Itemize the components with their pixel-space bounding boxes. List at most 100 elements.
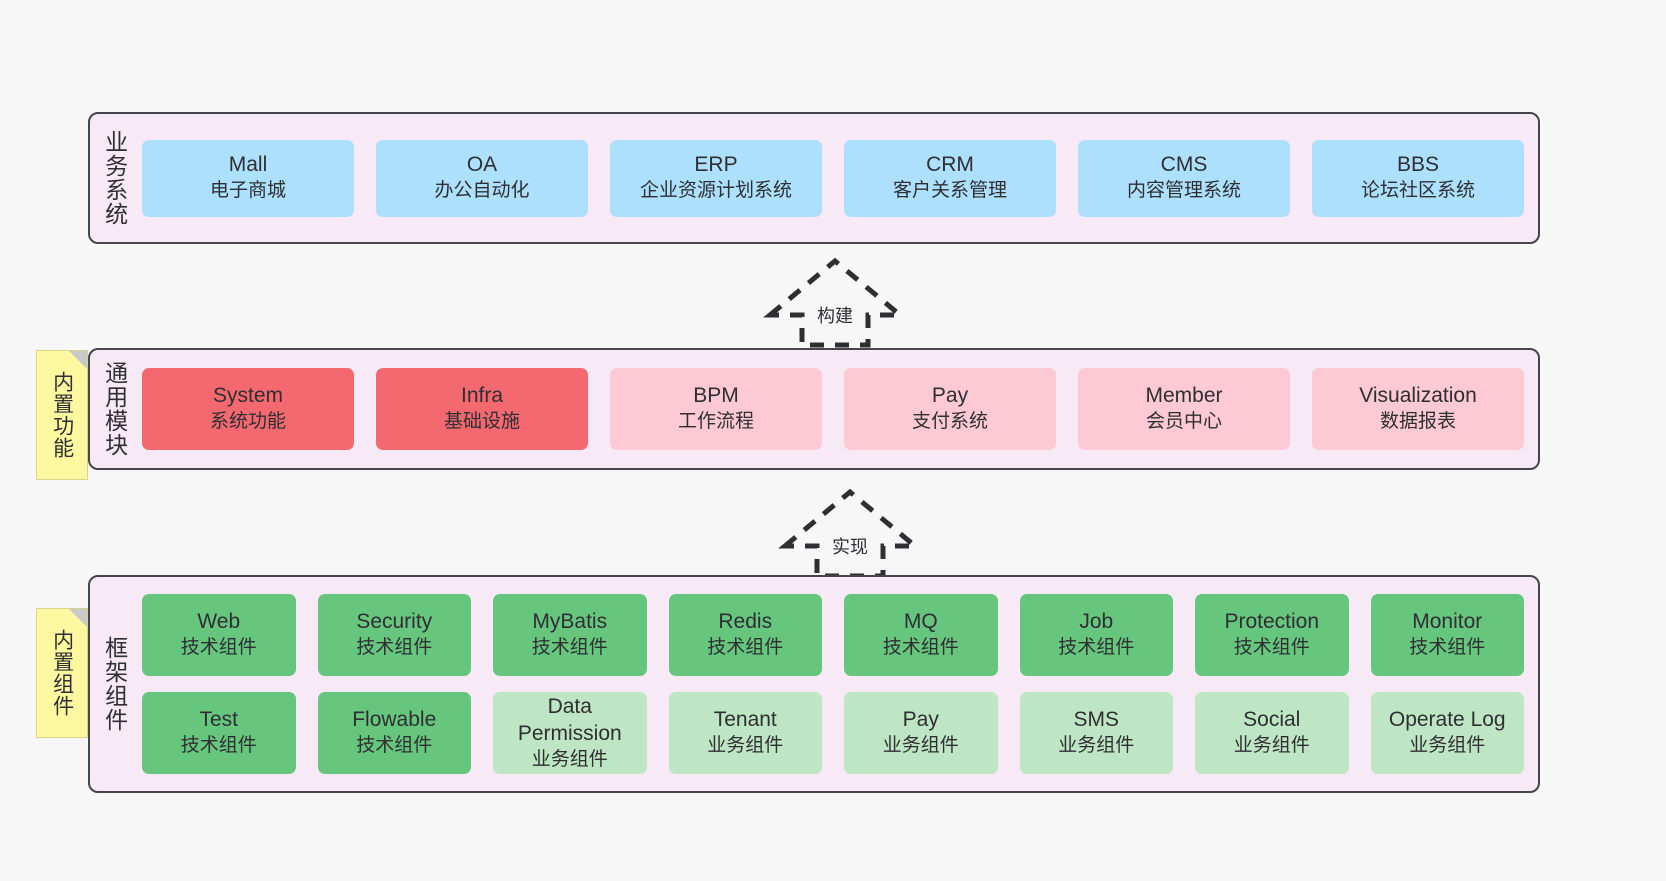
card-cn-label: 技术组件: [707, 637, 784, 659]
card-pay-component[interactable]: Pay 业务组件: [844, 692, 998, 774]
card-cn-label: 技术组件: [356, 637, 433, 659]
card-en-label: BBS: [1396, 153, 1440, 177]
card-en-label: MQ: [903, 610, 938, 634]
card-en-label: Pay: [902, 708, 939, 732]
layer-title-modules: 通用模块: [101, 361, 128, 457]
card-en-label: Member: [1145, 384, 1223, 408]
card-en-label: OA: [466, 153, 498, 177]
card-en-label: Monitor: [1412, 610, 1483, 634]
card-en-label: Flowable: [352, 708, 437, 732]
sticky-note-label: 内置功能: [50, 371, 74, 459]
card-en-label: Pay: [931, 384, 969, 408]
card-erp[interactable]: ERP 企业资源计划系统: [610, 139, 822, 217]
card-en-label: SMS: [1073, 708, 1119, 732]
card-protection[interactable]: Protection 技术组件: [1195, 594, 1349, 676]
card-cn-label: 基础设施: [443, 411, 520, 433]
layer-row: System 系统功能 Infra 基础设施 BPM 工作流程 Pay 支付系统…: [142, 368, 1524, 450]
card-en-label: Tenant: [713, 708, 777, 732]
card-cn-label: 电子商城: [209, 180, 286, 202]
layer-row: Test 技术组件 Flowable 技术组件 Data Permission …: [142, 692, 1524, 774]
card-en-label: BPM: [693, 384, 739, 408]
card-bbs[interactable]: BBS 论坛社区系统: [1312, 139, 1524, 217]
card-cn-label: 技术组件: [531, 637, 608, 659]
card-monitor[interactable]: Monitor 技术组件: [1370, 594, 1524, 676]
card-web[interactable]: Web 技术组件: [142, 594, 296, 676]
card-en-label: Job: [1079, 610, 1114, 634]
card-test[interactable]: Test 技术组件: [142, 692, 296, 774]
card-en-label: Protection: [1224, 610, 1320, 634]
card-flowable[interactable]: Flowable 技术组件: [317, 692, 471, 774]
sticky-note-builtin-features: 内置功能: [36, 350, 88, 480]
card-cn-label: 业务组件: [1058, 735, 1135, 757]
card-crm[interactable]: CRM 客户关系管理: [844, 139, 1056, 217]
card-cn-label: 技术组件: [1058, 637, 1135, 659]
card-mall[interactable]: Mall 电子商城: [142, 139, 354, 217]
card-en-label: Mall: [228, 153, 268, 177]
connector-build-label: 构建: [817, 306, 853, 326]
card-cn-label: 支付系统: [911, 411, 988, 433]
card-cn-label: 系统功能: [209, 411, 286, 433]
card-operate-log[interactable]: Operate Log 业务组件: [1370, 692, 1524, 774]
layer-body-business: Mall 电子商城 OA 办公自动化 ERP 企业资源计划系统 CRM 客户关系…: [138, 114, 1538, 242]
layer-business-systems: 业务系统 Mall 电子商城 OA 办公自动化 ERP 企业资源计划系统 CRM…: [88, 112, 1540, 244]
layer-body-framework: Web 技术组件 Security 技术组件 MyBatis 技术组件 Redi…: [138, 577, 1538, 791]
card-job[interactable]: Job 技术组件: [1019, 594, 1173, 676]
card-cn-label: 业务组件: [1409, 735, 1486, 757]
card-en-label: ERP: [694, 153, 738, 177]
layer-framework-components: 框架组件 Web 技术组件 Security 技术组件 MyBatis 技术组件…: [88, 575, 1540, 793]
card-cn-label: 论坛社区系统: [1360, 180, 1475, 202]
card-pay[interactable]: Pay 支付系统: [844, 368, 1056, 450]
layer-title-framework: 框架组件: [101, 636, 128, 732]
card-en-label: Test: [199, 708, 238, 732]
card-system[interactable]: System 系统功能: [142, 368, 354, 450]
card-member[interactable]: Member 会员中心: [1078, 368, 1290, 450]
card-bpm[interactable]: BPM 工作流程: [610, 368, 822, 450]
sticky-note-label: 内置组件: [50, 629, 74, 717]
card-sms[interactable]: SMS 业务组件: [1019, 692, 1173, 774]
layer-body-modules: System 系统功能 Infra 基础设施 BPM 工作流程 Pay 支付系统…: [138, 350, 1538, 468]
card-cn-label: 业务组件: [882, 735, 959, 757]
card-oa[interactable]: OA 办公自动化: [376, 139, 588, 217]
card-cn-label: 业务组件: [707, 735, 784, 757]
card-cn-label: 会员中心: [1145, 411, 1222, 433]
card-tenant[interactable]: Tenant 业务组件: [668, 692, 822, 774]
layer-common-modules: 通用模块 System 系统功能 Infra 基础设施 BPM 工作流程 Pay…: [88, 348, 1540, 470]
layer-row: Web 技术组件 Security 技术组件 MyBatis 技术组件 Redi…: [142, 594, 1524, 676]
card-cn-label: 技术组件: [1409, 637, 1486, 659]
card-en-label: Data Permission: [517, 694, 622, 745]
card-security[interactable]: Security 技术组件: [317, 594, 471, 676]
card-mybatis[interactable]: MyBatis 技术组件: [493, 594, 647, 676]
card-cn-label: 技术组件: [180, 735, 257, 757]
card-en-label: System: [212, 384, 283, 408]
card-en-label: Web: [197, 610, 241, 634]
card-cn-label: 技术组件: [180, 637, 257, 659]
card-cn-label: 内容管理系统: [1126, 180, 1241, 202]
sticky-note-builtin-components: 内置组件: [36, 608, 88, 738]
card-cn-label: 客户关系管理: [892, 180, 1007, 202]
card-infra[interactable]: Infra 基础设施: [376, 368, 588, 450]
card-cn-label: 技术组件: [1233, 637, 1310, 659]
card-en-label: CRM: [926, 153, 974, 177]
card-en-label: MyBatis: [532, 610, 608, 634]
card-mq[interactable]: MQ 技术组件: [844, 594, 998, 676]
connector-build-arrow: 构建: [760, 253, 910, 348]
card-en-label: Social: [1243, 708, 1301, 732]
card-data-permission[interactable]: Data Permission 业务组件: [493, 692, 647, 774]
card-cn-label: 工作流程: [677, 411, 754, 433]
card-en-label: Security: [356, 610, 433, 634]
card-cn-label: 业务组件: [531, 748, 608, 770]
card-cn-label: 技术组件: [882, 637, 959, 659]
card-cms[interactable]: CMS 内容管理系统: [1078, 139, 1290, 217]
card-cn-label: 办公自动化: [434, 180, 530, 202]
card-en-label: Visualization: [1359, 384, 1477, 408]
card-social[interactable]: Social 业务组件: [1195, 692, 1349, 774]
card-cn-label: 数据报表: [1379, 411, 1456, 433]
card-cn-label: 企业资源计划系统: [639, 180, 792, 202]
card-en-label: Redis: [718, 610, 773, 634]
card-en-label: CMS: [1160, 153, 1208, 177]
card-visualization[interactable]: Visualization 数据报表: [1312, 368, 1524, 450]
card-redis[interactable]: Redis 技术组件: [668, 594, 822, 676]
layer-row: Mall 电子商城 OA 办公自动化 ERP 企业资源计划系统 CRM 客户关系…: [142, 139, 1524, 217]
card-en-label: Operate Log: [1388, 708, 1506, 732]
